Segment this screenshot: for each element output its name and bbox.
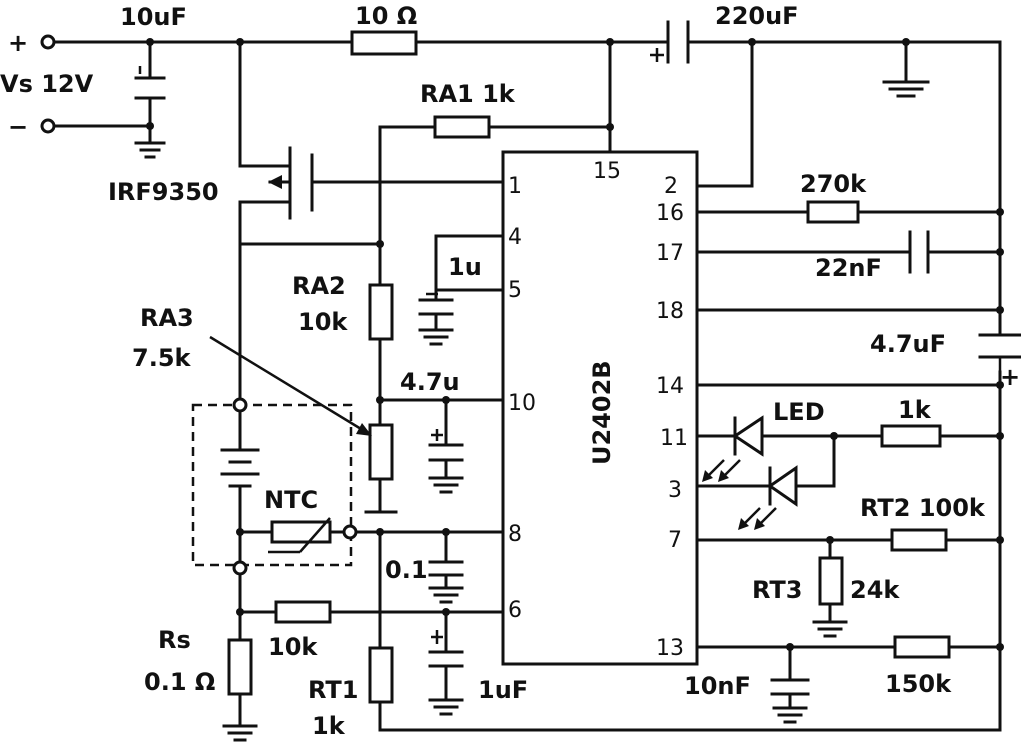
ra1-label: RA1 1k xyxy=(420,80,516,108)
input-capacitor: 10uF xyxy=(120,3,187,159)
r10k-resistor: 10k xyxy=(238,600,505,661)
pin-18: 18 xyxy=(656,299,684,324)
pin-16: 16 xyxy=(656,201,684,226)
mosfet-irf9350: IRF9350 xyxy=(108,40,505,246)
series-resistor: 10 Ω xyxy=(350,2,418,56)
pin-10: 10 xyxy=(508,391,536,416)
ic-u2402b: U2402B 1 4 5 10 8 6 15 2 16 17 18 14 11 … xyxy=(501,150,699,666)
ra2-value: 10k xyxy=(298,308,348,336)
rt1-value: 1k xyxy=(312,712,346,740)
r150k-label: 150k xyxy=(885,670,952,698)
pin-8: 8 xyxy=(508,522,522,547)
cap-4u7F: + 4.7uF xyxy=(870,330,1021,391)
pin-4: 4 xyxy=(508,225,522,250)
cap-4u7: 4.7u xyxy=(378,368,505,494)
output-capacitor: 220uF xyxy=(650,2,1002,98)
rt3-name: RT3 xyxy=(752,576,802,604)
r150k-resistor: 150k xyxy=(885,635,1004,698)
series-resistor-label: 10 Ω xyxy=(355,2,417,30)
pin-3: 3 xyxy=(668,478,682,503)
cap-4u7-label: 4.7u xyxy=(400,368,460,396)
battery-pack: NTC xyxy=(191,397,358,576)
rt1-resistor: RT1 1k xyxy=(308,530,1002,740)
cap-1uF: 1uF xyxy=(428,610,528,716)
ic-name: U2402B xyxy=(588,360,616,465)
mosfet-label: IRF9350 xyxy=(108,178,219,206)
rs-value: 0.1 Ω xyxy=(144,668,215,696)
cap-4u7F-label: 4.7uF xyxy=(870,330,946,358)
pin-15: 15 xyxy=(593,159,621,184)
pin-11: 11 xyxy=(660,426,688,451)
top-rail xyxy=(52,38,670,128)
minus-sign: − xyxy=(8,113,28,141)
pin-7: 7 xyxy=(668,528,682,553)
rt3-value: 24k xyxy=(850,576,900,604)
r270k-resistor: 270k xyxy=(695,170,1004,224)
cap-1uF-label: 1uF xyxy=(478,676,528,704)
cap-0u1-label: 0.1 xyxy=(385,556,428,584)
cap-22nF: 22nF xyxy=(695,230,1004,282)
r1k-resistor: 1k xyxy=(880,396,1004,448)
pin-14: 14 xyxy=(656,374,684,399)
cap-1u: 1u xyxy=(418,234,505,346)
cap-4u7F-plus: + xyxy=(1000,363,1020,391)
ntc-label: NTC xyxy=(264,486,318,514)
cap-1u-label: 1u xyxy=(448,253,482,281)
rs-resistor: Rs 0.1 Ω xyxy=(144,626,258,742)
led-label: LED xyxy=(773,398,825,426)
ra1-resistor: RA1 1k xyxy=(378,80,612,139)
cap-10nF: 10nF xyxy=(684,643,897,724)
ra3-name: RA3 xyxy=(140,304,194,332)
ra3-potentiometer: RA3 7.5k xyxy=(132,304,398,514)
rs-name: Rs xyxy=(158,626,191,654)
ra3-value: 7.5k xyxy=(132,344,192,372)
r10k-label: 10k xyxy=(268,633,318,661)
pin-6: 6 xyxy=(508,598,522,623)
r270k-label: 270k xyxy=(800,170,867,198)
rt2-resistor: RT2 100k xyxy=(695,494,1004,552)
rt1-name: RT1 xyxy=(308,676,358,704)
output-cap-label: 220uF xyxy=(715,2,799,30)
ra2-name: RA2 xyxy=(292,272,346,300)
cap-22nF-label: 22nF xyxy=(815,254,882,282)
rt2-label: RT2 100k xyxy=(860,494,986,522)
plus-terminal xyxy=(40,34,56,50)
ra2-resistor: RA2 10k xyxy=(292,272,394,427)
pin-5: 5 xyxy=(508,278,522,303)
led-pair: LED xyxy=(695,398,884,530)
input-cap-label: 10uF xyxy=(120,3,187,31)
pin-13: 13 xyxy=(656,636,684,661)
supply-label: Vs 12V xyxy=(0,70,94,98)
plus-sign: + xyxy=(8,29,28,57)
rt3-resistor: RT3 24k xyxy=(752,538,900,638)
pin-2: 2 xyxy=(664,174,678,199)
supply-terminals: + − Vs 12V xyxy=(0,29,94,141)
r1k-label: 1k xyxy=(898,396,932,424)
cap-0u1: 0.1 xyxy=(385,530,464,604)
cap-10nF-label: 10nF xyxy=(684,672,751,700)
pin-1: 1 xyxy=(508,174,522,199)
pin-17: 17 xyxy=(656,241,684,266)
minus-terminal xyxy=(40,118,56,134)
